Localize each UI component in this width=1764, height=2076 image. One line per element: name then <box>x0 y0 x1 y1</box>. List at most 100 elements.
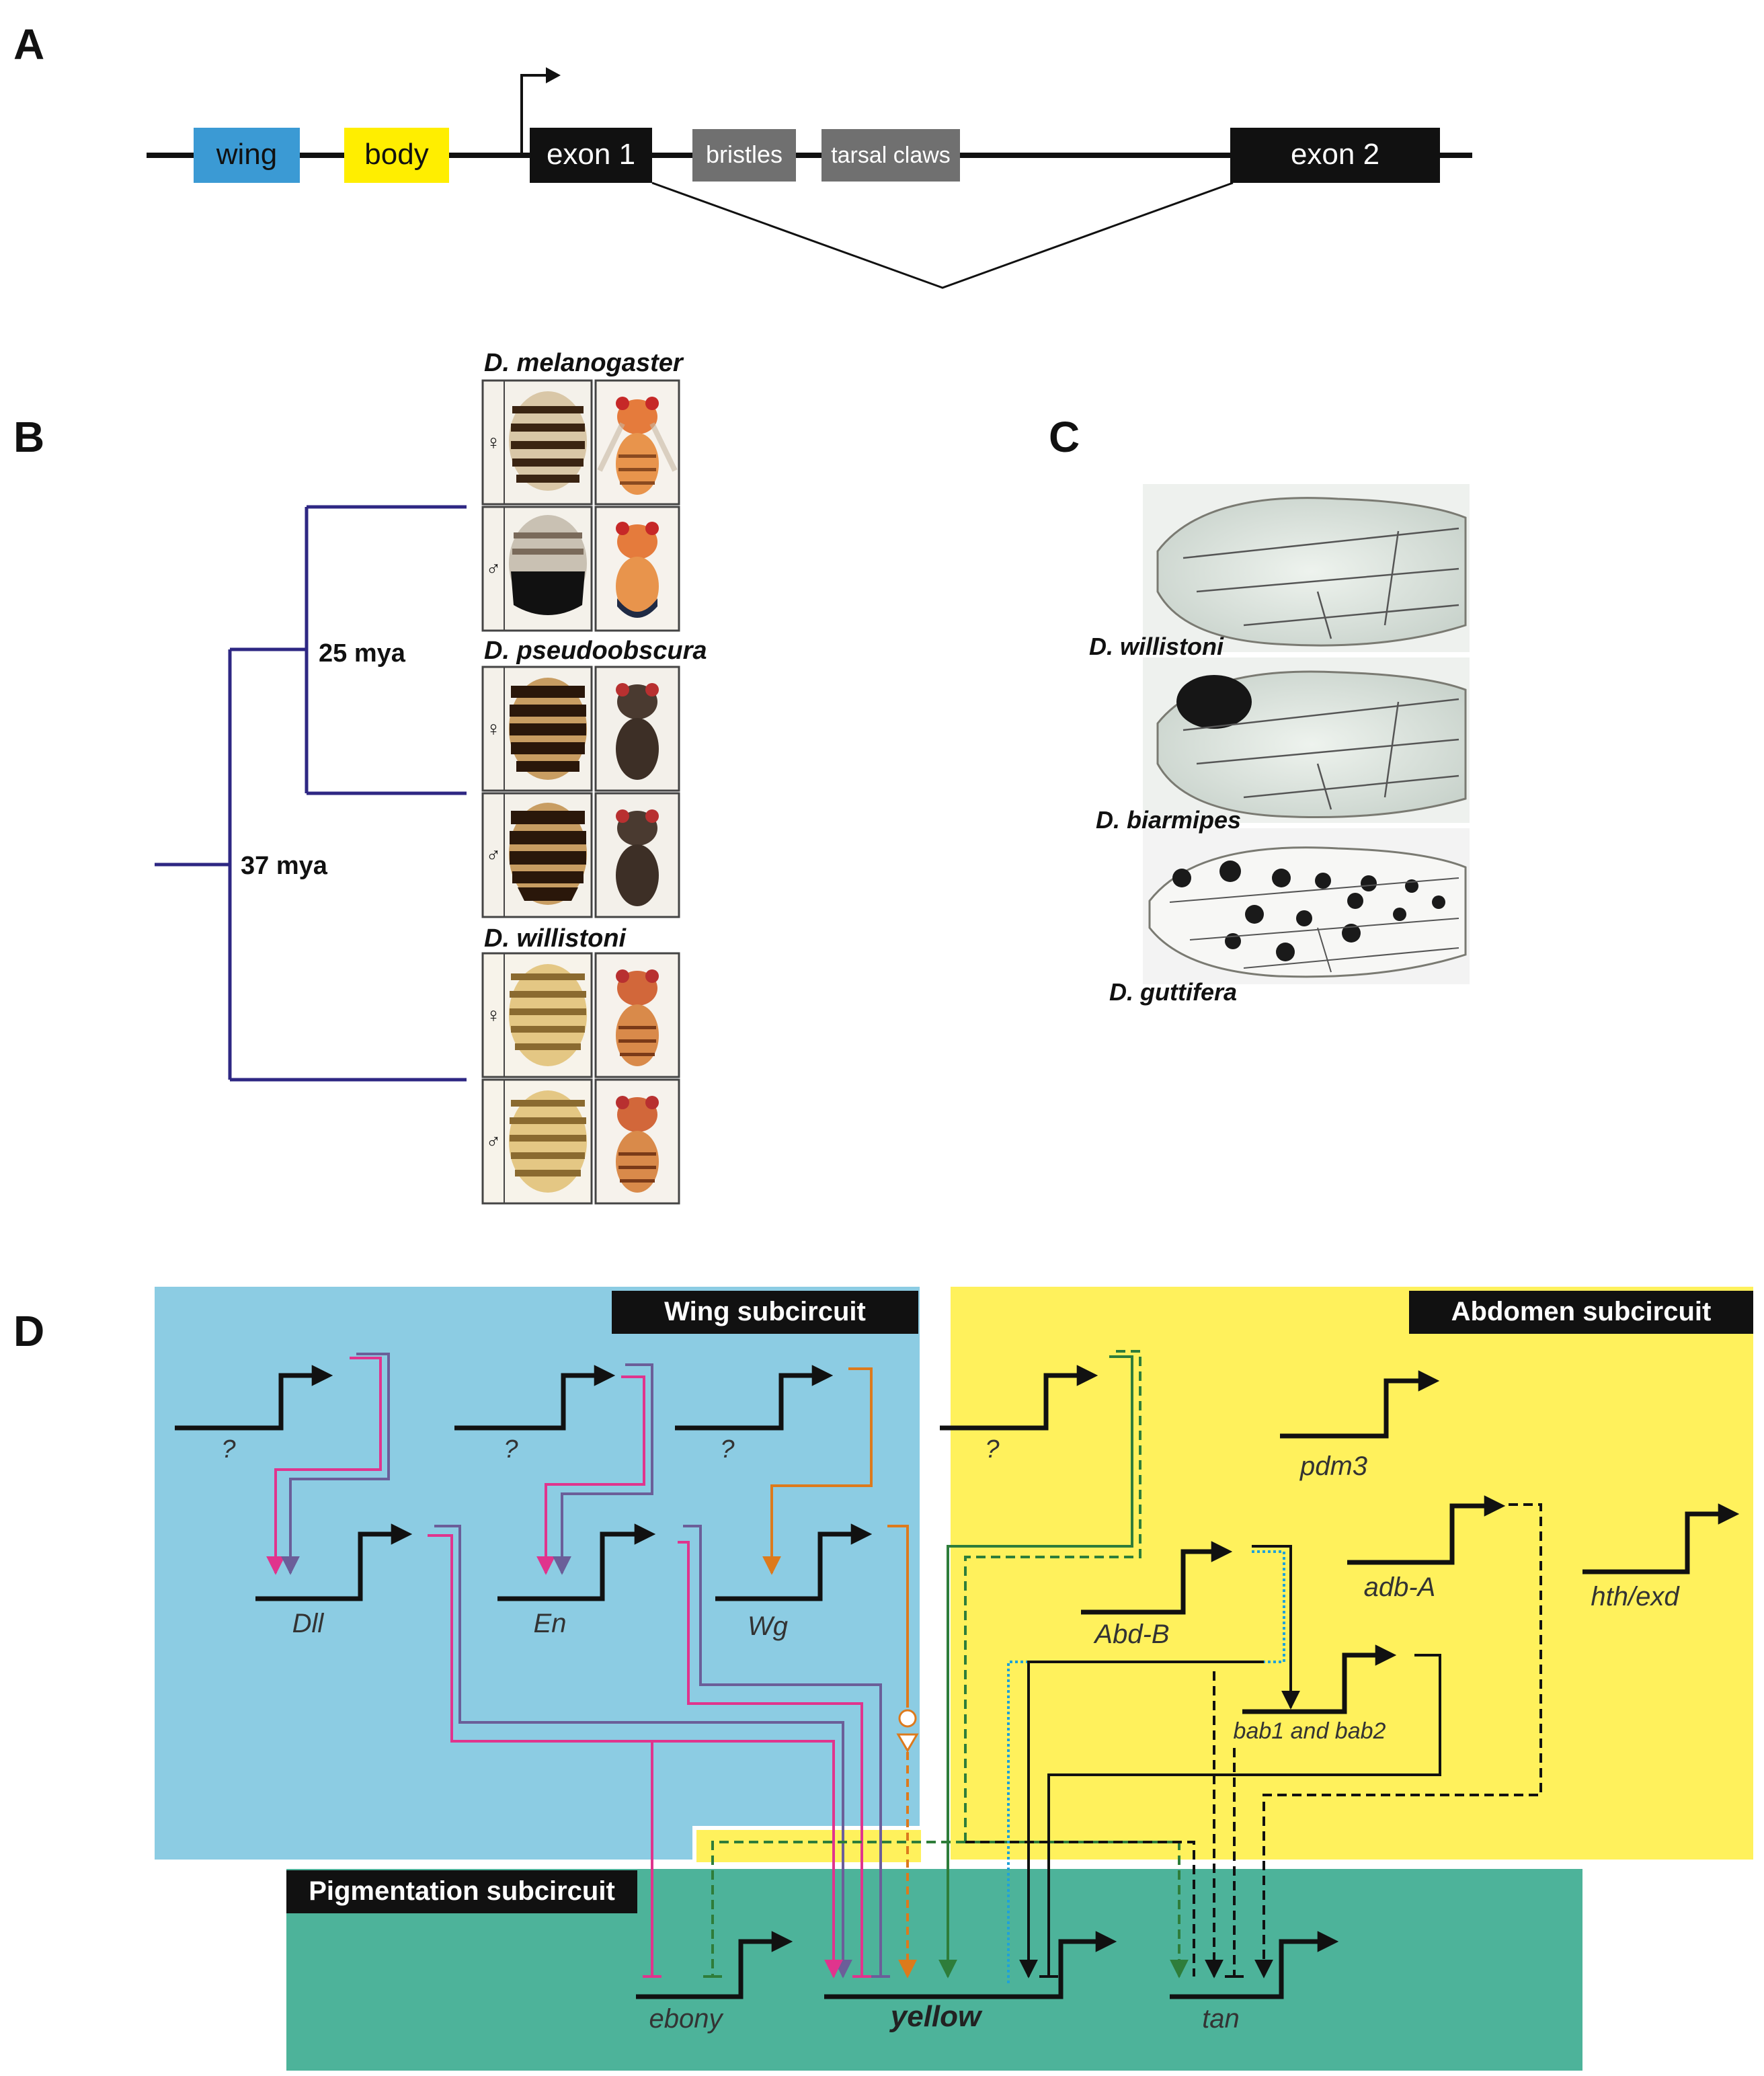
edge-purple-en-yellow <box>683 1525 882 1977</box>
gene-promoter-glyphs <box>175 1365 1740 1999</box>
species-label-pseudoobscura: D. pseudoobscura <box>484 637 707 665</box>
abdomen-extension <box>696 1830 921 1862</box>
exon2-label: exon 2 <box>1291 138 1379 171</box>
gene-label-adba: adb-A <box>1364 1572 1436 1602</box>
promoter-en <box>497 1523 656 1601</box>
promoter-q4 <box>940 1365 1098 1431</box>
wing-subcircuit-title: Wing subcircuit <box>664 1297 866 1326</box>
tarsal-claws-enhancer-label: tarsal claws <box>831 143 951 168</box>
edge-purple-q1-dll <box>281 1353 390 1575</box>
wing-label-guttifera: D. guttifera <box>1109 978 1237 1006</box>
edge-magenta-q2-en <box>536 1375 645 1575</box>
female-symbol: ♀ <box>486 432 502 454</box>
wg-triangle-node <box>896 1733 919 1753</box>
promoter-wg <box>715 1523 873 1601</box>
willistoni-male-row: ♂ <box>481 1078 680 1205</box>
bristles-enhancer-box <box>692 129 796 182</box>
wing-label-willistoni: D. willistoni <box>1089 633 1224 660</box>
promoter-abdb <box>1081 1541 1233 1615</box>
melanogaster-male-row: ♂ <box>481 506 680 632</box>
pseudoobscura-female-row: ♀ <box>481 666 680 792</box>
female-symbol: ♀ <box>486 1004 502 1027</box>
bristles-enhancer-label: bristles <box>706 141 783 168</box>
promoter-tan <box>1170 1931 1339 1999</box>
female-symbol: ♀ <box>486 718 502 740</box>
wing-spot <box>1176 675 1252 729</box>
edge-abdb-yellow <box>1019 1661 1264 1979</box>
wing-photos <box>1143 484 1470 984</box>
abdomen-subcircuit-title: Abdomen subcircuit <box>1451 1297 1712 1326</box>
edge-orange-wg-yellow <box>887 1525 909 1708</box>
gene-label-bab: bab1 and bab2 <box>1234 1718 1386 1744</box>
tss-promoter-line <box>520 74 546 153</box>
gene-label-q1: ? <box>221 1435 236 1464</box>
pigmentation-subcircuit-title-bar <box>286 1870 637 1913</box>
species-label-willistoni-b: D. willistoni <box>484 924 627 953</box>
promoter-bab <box>1242 1644 1397 1714</box>
promoter-dll <box>255 1523 413 1601</box>
gene-label-hth: hth/exd <box>1591 1582 1680 1611</box>
edge-magenta-dll-yellow <box>652 1740 843 1979</box>
promoter-hth <box>1582 1503 1740 1574</box>
yellow-gene-map: wing body exon 1 bristles tarsal claws e… <box>147 67 1472 289</box>
gene-label-pdm3: pdm3 <box>1299 1451 1367 1481</box>
panel-label-c: C <box>1049 413 1080 461</box>
male-symbol: ♂ <box>486 558 502 580</box>
fly-photo-grid: ♀ ♂ <box>481 379 680 1205</box>
edge-purple-q2-en <box>553 1363 653 1575</box>
promoter-adba <box>1347 1495 1506 1565</box>
edge-green-solid-yellow <box>938 1355 1133 1979</box>
gene-label-q2: ? <box>504 1435 518 1464</box>
phylogenetic-tree <box>155 505 467 1082</box>
exon1-box <box>530 128 652 183</box>
pigmentation-subcircuit-title: Pigmentation subcircuit <box>309 1876 615 1906</box>
wing-label-biarmipes: D. biarmipes <box>1096 806 1241 834</box>
edge-abdb-bab <box>1252 1545 1300 1710</box>
edge-orange-q3-wg <box>762 1367 873 1575</box>
male-symbol: ♂ <box>486 1131 502 1153</box>
melanogaster-female-row: ♀ <box>481 379 680 506</box>
willistoni-female-row: ♀ <box>481 952 680 1078</box>
panel-label-b: B <box>13 413 44 461</box>
promoter-pdm3 <box>1280 1370 1440 1439</box>
edge-purple-dll-yellow <box>434 1525 852 1979</box>
gene-label-abdb: Abd-B <box>1093 1620 1169 1649</box>
promoter-yellow <box>824 1931 1117 1999</box>
species-label-melanogaster: D. melanogaster <box>484 349 684 377</box>
gene-label-q4: ? <box>985 1435 1000 1464</box>
wing-subcircuit-title-bar <box>612 1291 918 1334</box>
edge-green-dashed-ebony <box>711 1841 965 1977</box>
edge-magenta-q1-dll <box>266 1357 382 1575</box>
body-enhancer-box <box>344 128 449 183</box>
promoter-ebony <box>636 1931 793 1999</box>
node-age-37: 37 mya <box>241 852 328 880</box>
exon2-box <box>1230 128 1440 183</box>
tarsal-claws-enhancer-box <box>821 129 960 182</box>
edge-magenta-en-yellow <box>678 1541 863 1977</box>
node-age-25: 25 mya <box>319 639 406 668</box>
abdomen-subcircuit-title-bar <box>1409 1291 1753 1334</box>
gene-label-q3: ? <box>720 1435 735 1464</box>
male-symbol: ♂ <box>486 844 502 867</box>
edge-blue-abdb-yellow <box>1007 1550 1285 1983</box>
panel-label-d: D <box>13 1307 44 1355</box>
wg-circle-node <box>898 1709 917 1728</box>
promoter-q2 <box>454 1365 616 1431</box>
promoter-q3 <box>675 1365 834 1431</box>
gene-label-en: En <box>534 1609 567 1638</box>
edge-adba-tan <box>1254 1503 1542 1979</box>
gene-label-wg: Wg <box>748 1611 788 1641</box>
promoter-q1 <box>175 1365 333 1431</box>
edge-dashed-to-tan <box>965 1841 1195 1977</box>
exon1-label: exon 1 <box>547 138 635 171</box>
body-enhancer-label: body <box>364 138 428 171</box>
wing-subcircuit-background <box>155 1287 920 1860</box>
panel-label-a: A <box>13 20 44 69</box>
pseudoobscura-male-row: ♂ <box>481 792 680 918</box>
intron-splice-line <box>651 182 1234 289</box>
gene-label-yellow: yellow <box>889 2000 983 2033</box>
gene-label-tan: tan <box>1202 2004 1240 2034</box>
gene-label-ebony: ebony <box>649 2004 725 2034</box>
wing-enhancer-box <box>194 128 300 183</box>
